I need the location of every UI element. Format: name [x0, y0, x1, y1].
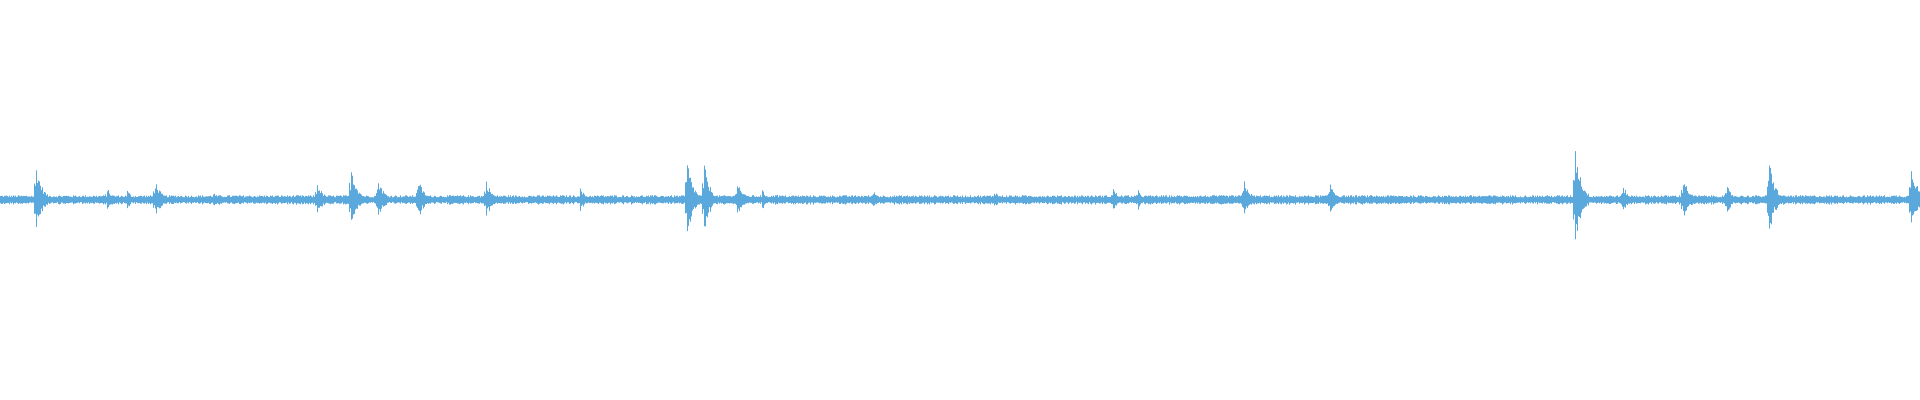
waveform-trace: [0, 151, 1920, 240]
